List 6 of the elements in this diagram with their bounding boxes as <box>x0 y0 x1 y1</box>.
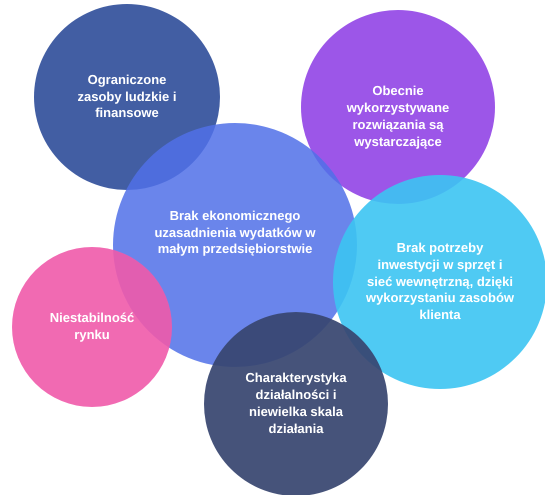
node-text: Ograniczone zasoby ludzkie i finansowe <box>76 72 178 122</box>
node-text: Niestabilność rynku <box>48 310 136 344</box>
node-text: Obecnie wykorzystywane rozwiązania są wystarczające <box>346 83 450 151</box>
node-text: Charakterystyka działalności i niewielka skala działania <box>244 370 348 438</box>
node-text: Brak ekonomicznego uzasadnienia wydatków w małym przedsiębiorstwie <box>153 208 317 258</box>
node-text: Brak potrzeby inwestycji w sprzęt i sieć wewnętrzną, dzięki wykorzystaniu zasobów klienta <box>365 240 515 324</box>
